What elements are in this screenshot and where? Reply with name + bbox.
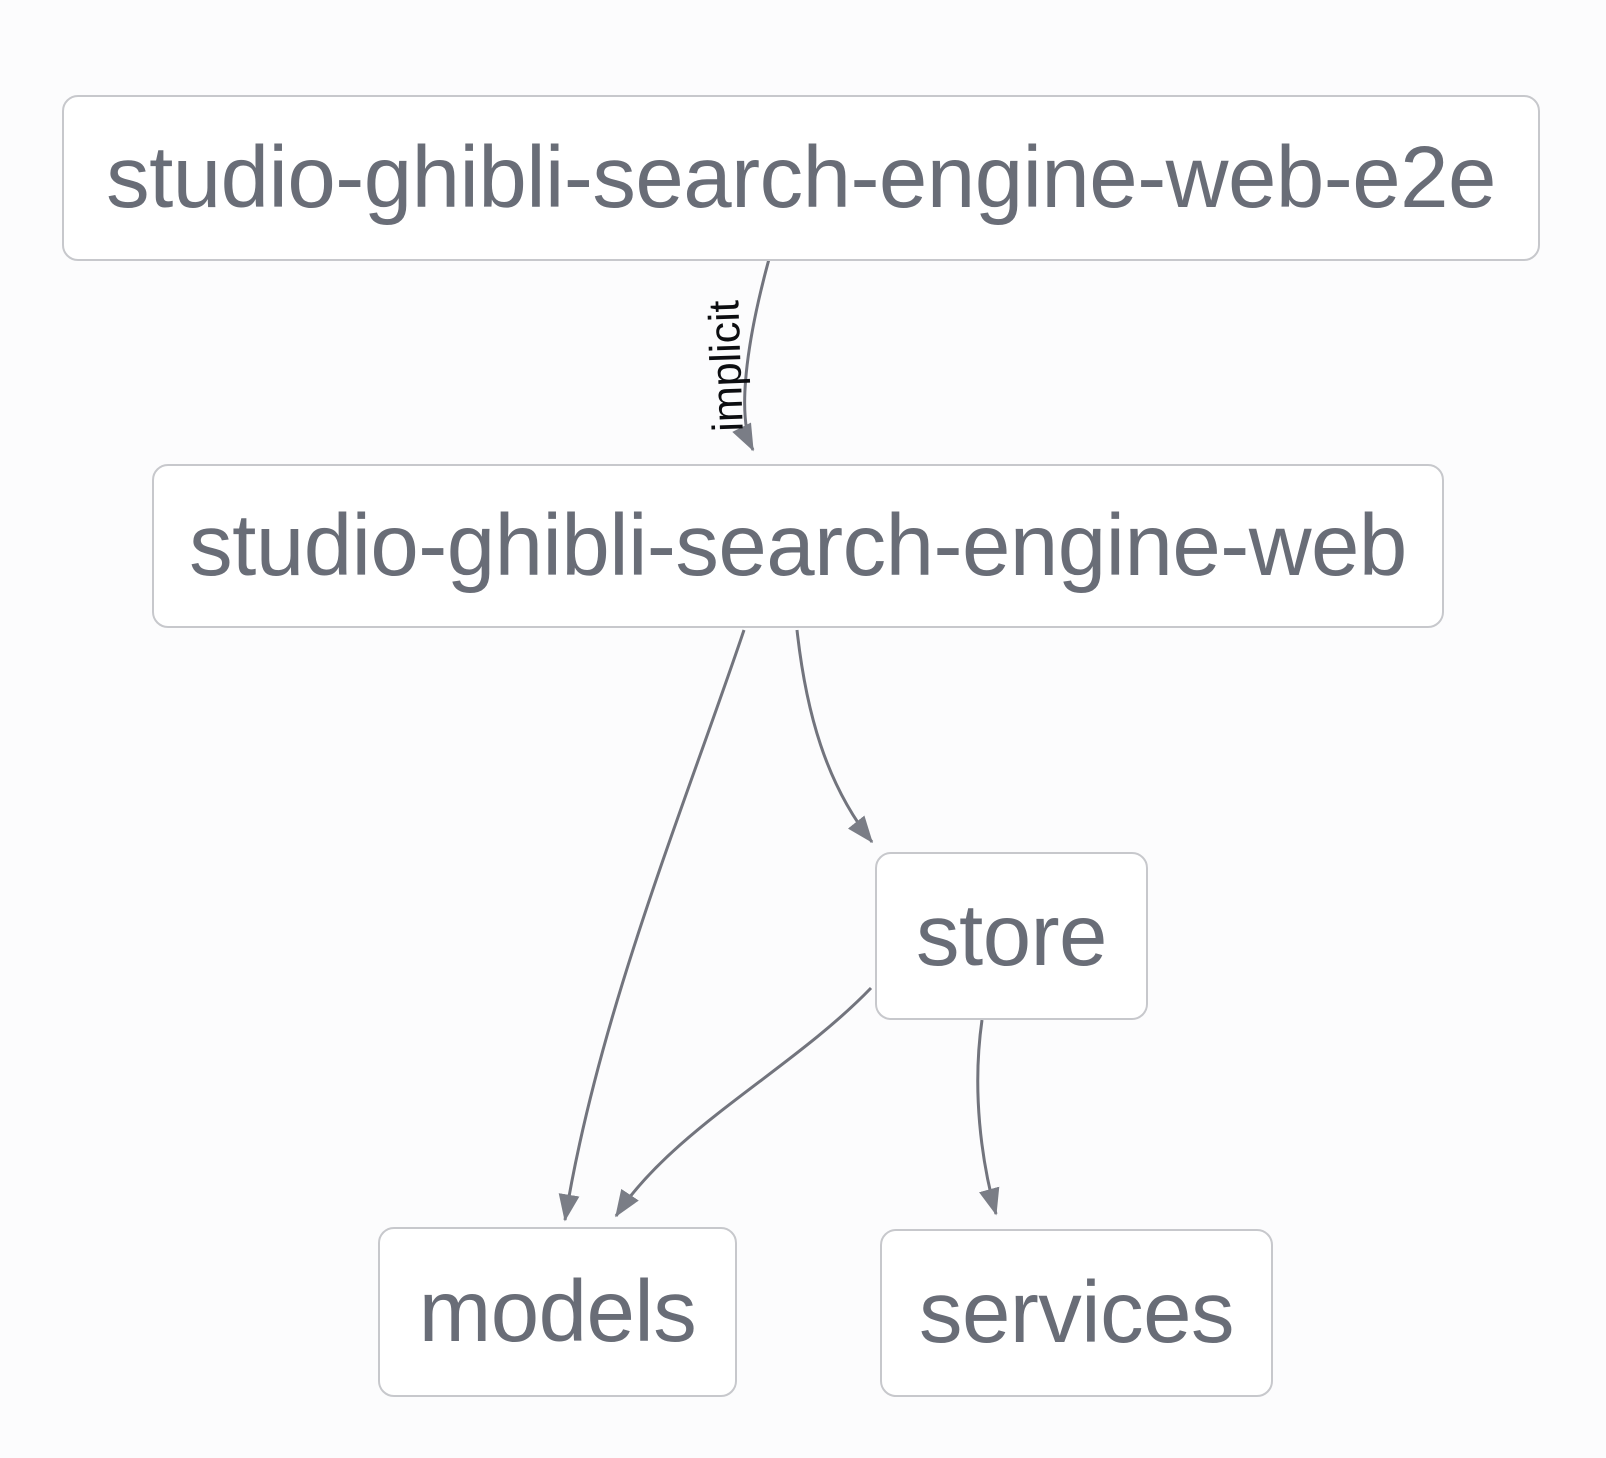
node-label: models — [418, 1263, 697, 1360]
node-label: store — [916, 887, 1107, 984]
edge-e2e-to-web[interactable] — [732, 258, 771, 452]
node-models[interactable]: models — [378, 1227, 737, 1397]
edge-store-to-models[interactable] — [614, 986, 873, 1218]
node-studio-ghibli-search-engine-web-e2e[interactable]: studio-ghibli-search-engine-web-e2e — [62, 95, 1540, 261]
edge-web-to-models[interactable] — [558, 629, 746, 1222]
node-store[interactable]: store — [875, 852, 1148, 1020]
node-label: studio-ghibli-search-engine-web-e2e — [106, 129, 1496, 226]
edge-web-to-store[interactable] — [795, 629, 874, 844]
edge-store-to-services[interactable] — [976, 1019, 1000, 1216]
node-studio-ghibli-search-engine-web[interactable]: studio-ghibli-search-engine-web — [152, 464, 1444, 628]
edge-label-implicit: implicit — [700, 299, 753, 433]
node-label: services — [918, 1264, 1235, 1361]
node-services[interactable]: services — [880, 1229, 1273, 1397]
node-label: studio-ghibli-search-engine-web — [189, 497, 1407, 594]
